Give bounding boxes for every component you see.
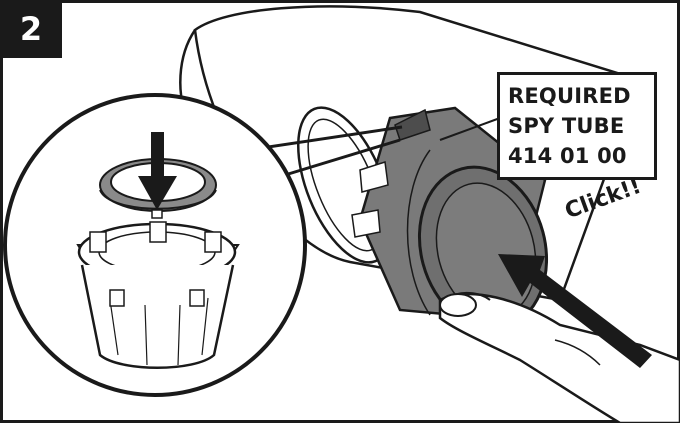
callout-leader-line xyxy=(439,117,501,141)
zoom-line-top xyxy=(247,125,403,152)
detail-inset xyxy=(3,93,307,397)
callout-line-2: SPY TUBE xyxy=(508,114,625,138)
spy-tube-illustration xyxy=(351,106,549,331)
arrow-down-icon xyxy=(138,132,177,210)
arrow-icon xyxy=(498,254,652,368)
step-number-badge: 2 xyxy=(0,0,62,58)
zoom-line-bottom xyxy=(284,138,401,177)
part-callout-box: REQUIRED SPY TUBE 414 01 00 xyxy=(497,72,657,180)
step-number: 2 xyxy=(19,10,43,48)
hand-illustration xyxy=(438,292,680,423)
callout-line-3: 414 01 00 xyxy=(508,144,627,168)
callout-line-1: REQUIRED xyxy=(508,84,631,108)
